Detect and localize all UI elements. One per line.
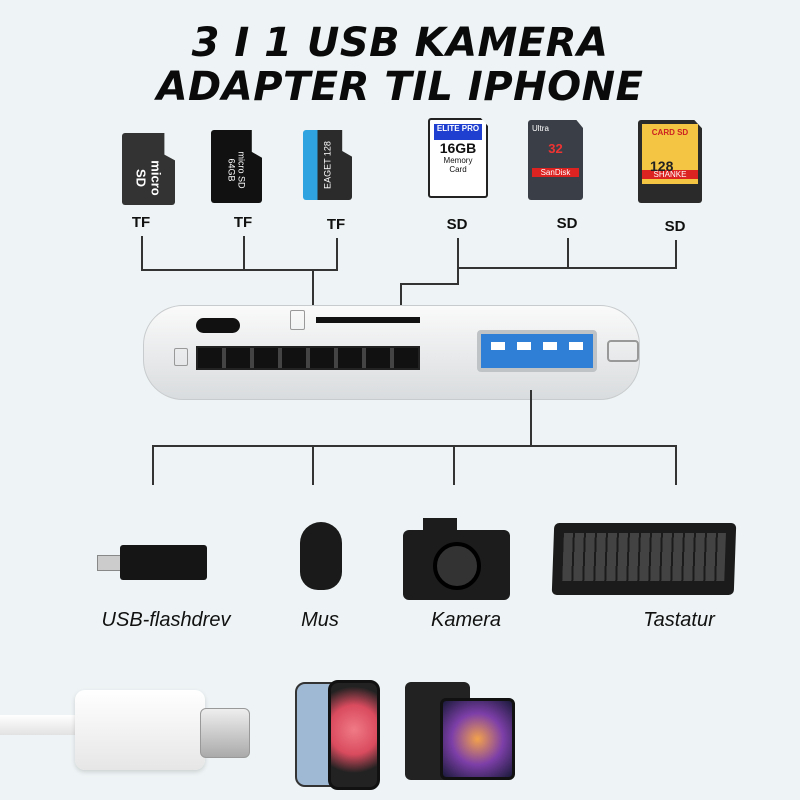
connector-line	[336, 238, 338, 270]
microsd-card-3: EAGET 128	[303, 130, 352, 200]
connector-line	[141, 269, 338, 271]
camera-icon	[607, 340, 639, 362]
usb-c-port	[196, 318, 240, 333]
connector-line	[457, 238, 459, 284]
usb-flash-drive-connector	[97, 555, 122, 571]
device-label-camera: Kamera	[430, 609, 502, 631]
microsd-slot	[316, 317, 420, 323]
mouse-image	[300, 522, 342, 590]
card-label: SD	[664, 218, 686, 235]
camera-top	[423, 518, 457, 532]
title-line-1: 3 I 1 USB KAMERA	[191, 20, 609, 66]
connector-line	[453, 445, 455, 485]
card-label: SD	[446, 216, 468, 233]
connector-line	[675, 445, 677, 485]
connector-line	[141, 236, 143, 270]
sd-card-2: Ultra 32 SanDisk	[528, 120, 583, 200]
keyboard-image	[551, 523, 737, 595]
ipad-image-front	[440, 698, 515, 780]
device-label-mouse: Mus	[301, 609, 339, 631]
card-label: TF	[326, 216, 346, 233]
title-line-2: ADAPTER TIL IPHONE	[156, 64, 644, 110]
connector-line	[567, 238, 569, 268]
connector-line	[243, 236, 245, 270]
connector-line	[152, 445, 677, 447]
sd-card-3: CARD SD SHANKE	[638, 120, 702, 203]
usb-flash-drive-image	[120, 545, 207, 580]
card-label: TF	[233, 214, 253, 231]
connector-line	[312, 269, 314, 305]
camera-image	[403, 530, 510, 600]
usb-c-cable	[0, 715, 90, 735]
connector-line	[457, 267, 677, 269]
sd-slot	[196, 346, 420, 370]
device-label-usb-flash: USB-flashdrev	[101, 609, 231, 631]
usb-c-plug-connector	[200, 708, 250, 758]
connector-line	[152, 445, 154, 485]
sd-card-1: ELITE PRO 16GB Memory Card	[428, 118, 488, 198]
connector-line	[675, 240, 677, 268]
iphone-image-front	[328, 680, 380, 790]
device-label-keyboard: Tastatur	[643, 609, 715, 631]
sd-slot-icon	[174, 348, 188, 366]
connector-line	[400, 283, 459, 285]
microsd-slot-icon	[290, 310, 305, 330]
usb-c-plug-housing	[75, 690, 205, 770]
connector-line	[312, 445, 314, 485]
card-label: TF	[131, 214, 151, 231]
usb-a-port	[477, 330, 597, 372]
sd-card-3-capacity: 128	[650, 158, 674, 174]
microsd-card-1: micro SD	[122, 133, 175, 205]
microsd-card-2: micro SD 64GB	[211, 130, 262, 203]
connector-line	[530, 390, 532, 446]
card-label: SD	[556, 215, 578, 232]
